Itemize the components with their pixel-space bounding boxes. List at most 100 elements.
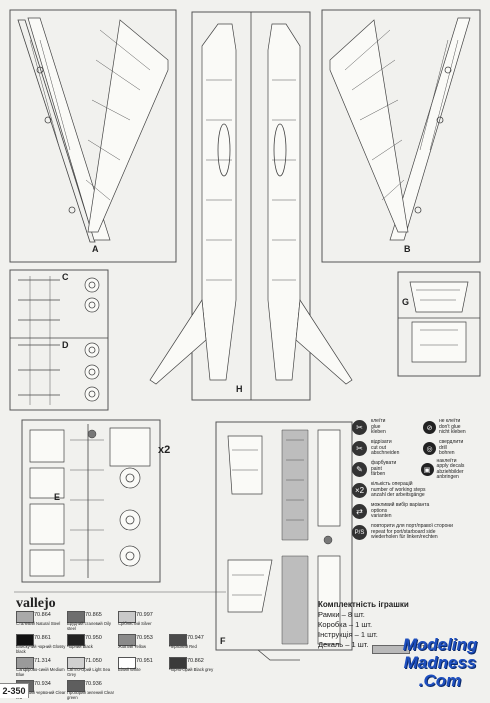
paint-name: Чорний Black — [67, 644, 93, 649]
legend-text-r: наклеїти apply decals abziehbilder anbri… — [437, 458, 484, 481]
paint-code: 70.861 — [34, 635, 51, 641]
sprue-e — [21, 419, 161, 583]
paint-color-chip — [118, 611, 136, 623]
legend-pair: ▣ наклеїти apply decals abziehbilder anb… — [420, 458, 484, 481]
legend-pair: ◎ свердлити drill bohren — [423, 440, 463, 457]
legend-row-glue: ✂ клеїти glue kleben ⊘ не клеїти don't g… — [352, 418, 484, 437]
paint-code: 70.862 — [187, 658, 204, 664]
legend-text: можливий вибір варіанта options variante… — [371, 503, 481, 520]
sprue-g — [397, 271, 481, 377]
legend-en: repeat for port/starboard side — [371, 528, 436, 535]
paint-name: Срібнястий Silver — [118, 621, 152, 626]
paint-color-chip — [67, 634, 85, 646]
legend-ua: можливий вибір варіанта — [371, 502, 430, 509]
port-starboard-icon: P/S — [352, 525, 367, 540]
legend-ua: клеїти — [371, 418, 386, 425]
paint-code: 70.864 — [34, 612, 51, 618]
kit-contents: Комплектність іграшки Рамки – 8 шт. Коро… — [318, 600, 409, 650]
paint-name: Сапфірово-синій Medium Blue — [16, 667, 65, 677]
paint-icon: ✎ — [352, 462, 367, 477]
paint-code: 71.050 — [85, 658, 102, 664]
paint-name: Білий White — [118, 667, 141, 672]
sprue-label-h: H — [236, 384, 243, 394]
sprue-b — [321, 9, 481, 263]
paint-name: Сталевий Natural Steel — [16, 621, 61, 626]
paint-code: 70.865 — [85, 612, 102, 618]
legend-text: повторити для порт/правої сторони repeat… — [371, 524, 481, 541]
paint-code: 70.947 — [187, 635, 204, 641]
sprue-label-c: C — [62, 272, 69, 282]
paint-color-chip — [67, 680, 85, 692]
legend-de: kleben — [371, 429, 386, 436]
glue-icon: ✂ — [352, 420, 367, 435]
legend-row-options: ⇄ можливий вибір варіанта options varian… — [352, 502, 484, 521]
paint-color-chip — [16, 634, 34, 646]
legend-de: anzahl der arbeitsgänge — [371, 492, 425, 499]
sprue-h-fuselage — [149, 11, 353, 401]
page-number: 2-350 — [0, 683, 29, 698]
legend-ua: відрізати — [371, 439, 392, 446]
sprue-label-f: F — [220, 636, 226, 646]
paint-name: Чорно-сірий Black grey — [169, 667, 214, 672]
paint-code: 71.314 — [34, 658, 51, 664]
paint-name: Світло-сірий Light Sea Grey — [67, 667, 111, 677]
sprue-c-d — [9, 269, 109, 411]
sprue-label-g: G — [402, 297, 410, 307]
legend-text: відрізати cut out abschneiden — [371, 440, 423, 457]
legend-ua: фарбувати — [371, 460, 397, 467]
legend-en: cut out — [371, 444, 387, 451]
paint-name: Червоний Red — [169, 644, 197, 649]
cut-icon: ✂ — [352, 441, 367, 456]
legend-de: abschneiden — [371, 450, 400, 457]
paint-color-chip — [169, 657, 187, 669]
contents-line: Рамки – 8 шт. — [318, 610, 365, 619]
paint-color-chip — [16, 657, 34, 669]
legend-text: клеїти glue kleben — [371, 419, 423, 436]
sprue-label-a: A — [92, 244, 99, 254]
decal-swatch — [372, 645, 410, 654]
watermark-logo: Modeling Madness .Com — [394, 636, 486, 690]
legend-ua2: свердлити — [439, 439, 464, 446]
legend-row-paint: ✎ фарбувати paint färben ▣ наклеїти appl… — [352, 458, 484, 481]
legend-text: кількість операцій number of working ste… — [371, 482, 481, 499]
options-icon: ⇄ — [352, 504, 367, 519]
sprue-multiplier: x2 — [158, 444, 171, 456]
watermark-line: Modeling — [402, 635, 478, 654]
legend-en2: drill — [439, 444, 447, 451]
legend-ua: повторити для порт/правої сторони — [371, 523, 453, 530]
legend-row-cut: ✂ відрізати cut out abschneiden ◎ свердл… — [352, 439, 484, 458]
legend-row-steps: ×2 кількість операцій number of working … — [352, 481, 484, 500]
paint-name: Брудний сталевий Oily steel — [67, 621, 111, 631]
paint-code: 70.950 — [85, 635, 102, 641]
paint-code: 70.951 — [136, 658, 153, 664]
watermark-line: Madness — [403, 653, 477, 672]
sprue-label-b: B — [404, 244, 411, 254]
paint-color-chip — [118, 657, 136, 669]
paint-color-chip — [16, 611, 34, 623]
legend-ua2: не клеїти — [439, 418, 461, 425]
legend-text-r: свердлити drill bohren — [439, 440, 463, 457]
sprue-label-e: E — [54, 492, 61, 502]
paint-swatch — [169, 611, 220, 634]
no-glue-icon: ⊘ — [423, 421, 436, 434]
contents-line: Декаль – 1 шт. — [318, 640, 369, 649]
paint-name: Прозорий зелений Clear green — [67, 690, 114, 700]
sprue-a — [9, 9, 177, 263]
watermark-line: .Com — [418, 671, 462, 690]
paint-code: 70.997 — [136, 612, 153, 618]
sprue-f — [215, 421, 353, 661]
